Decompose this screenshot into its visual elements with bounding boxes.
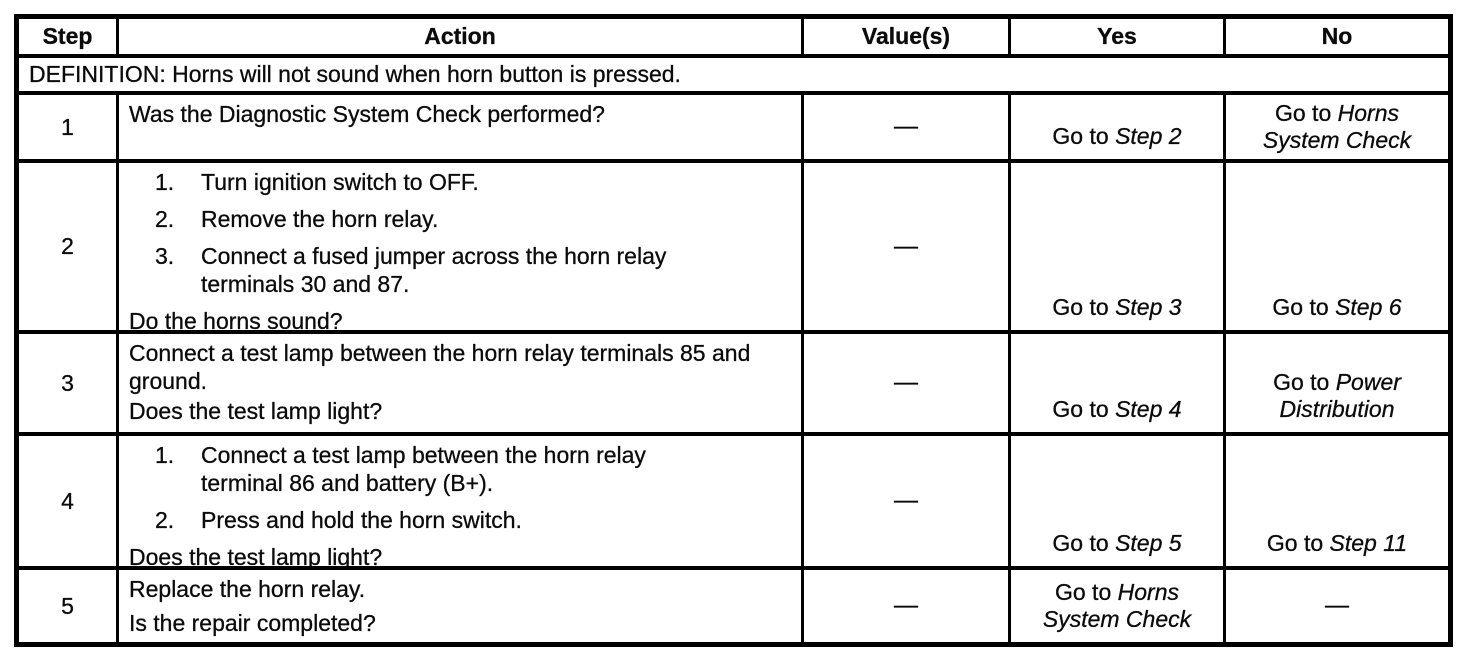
goto-text: Go to [1266,530,1330,556]
value-cell: — [801,330,1011,436]
goto-text: Go to [1052,294,1116,320]
list-item-number: 1. [155,169,175,195]
step-number: 4 [15,432,119,570]
goto-target: Step 5 [1115,530,1182,556]
no-cell: Go to Step 11 [1223,432,1452,570]
goto-target: Step 11 [1329,530,1408,556]
action-cell: Was the Diagnostic System Check performe… [116,91,804,163]
col-header-yes: Yes [1008,14,1226,58]
step-number: 2 [15,159,119,334]
yes-cell: Go to Step 2 [1008,91,1226,163]
yes-cell: Go to Horns System Check [1008,566,1226,647]
action-cell: Connect a test lamp between the horn rel… [116,330,804,436]
action-question: Is the repair completed? [129,610,376,636]
list-item-number: 2. [155,507,175,533]
action-cell: Replace the horn relay. Is the repair co… [116,566,804,647]
action-question: Was the Diagnostic System Check performe… [129,101,605,127]
yes-cell: Go to Step 4 [1008,330,1226,436]
list-item-number: 2. [155,206,175,232]
goto-text: Go to [1054,579,1118,605]
list-item: 2. Press and hold the horn switch. [155,506,791,534]
goto-text: Go to [1052,396,1116,422]
goto-target: Step 6 [1335,294,1402,320]
action-cell: 1. Connect a test lamp between the horn … [116,432,804,570]
list-item-text: Connect a test lamp between the horn rel… [201,442,646,496]
action-text: Replace the horn relay. [129,576,366,602]
value-cell: — [801,566,1011,647]
step-number: 5 [15,566,119,647]
diagnostic-table: Step Action Value(s) Yes No DEFINITION: … [14,14,1453,647]
goto-target: Horns System Check [1042,579,1192,632]
action-text: Connect a test lamp between the horn rel… [129,340,751,394]
goto-text: Go to [1273,369,1336,395]
list-item: 1. Turn ignition switch to OFF. [155,168,791,196]
list-item: 2. Remove the horn relay. [155,205,791,233]
goto-target: Power Distribution [1279,369,1401,422]
definition-row: DEFINITION: Horns will not sound when ho… [15,54,1452,95]
action-question: Does the test lamp light? [129,398,383,424]
no-cell: Go to Power Distribution [1223,330,1452,436]
col-header-action: Action [116,14,804,58]
yes-cell: Go to Step 3 [1008,159,1226,334]
action-list: 1. Turn ignition switch to OFF. 2. Remov… [129,168,791,307]
list-item-number: 3. [155,243,175,269]
action-question: Do the horns sound? [129,308,343,332]
table-row-step-4: 4 1. Connect a test lamp between the hor… [15,432,1452,570]
action-cell: 1. Turn ignition switch to OFF. 2. Remov… [116,159,804,334]
step-number: 3 [15,330,119,436]
goto-target: Step 3 [1115,294,1182,320]
table-row-step-2: 2 1. Turn ignition switch to OFF. 2. Rem… [15,159,1452,334]
col-header-values: Value(s) [801,14,1011,58]
no-cell: Go to Step 6 [1223,159,1452,334]
goto-text: Go to [1274,100,1338,126]
goto-text: Go to [1052,123,1116,149]
goto-text: Go to [1052,530,1116,556]
value-cell: — [801,91,1011,163]
action-question: Does the test lamp light? [129,544,383,568]
col-header-step: Step [15,14,119,58]
table-row-step-1: 1 Was the Diagnostic System Check perfor… [15,91,1452,163]
no-cell: — [1223,566,1452,647]
value-cell: — [801,159,1011,334]
list-item: 3. Connect a fused jumper across the hor… [155,242,791,298]
header-row: Step Action Value(s) Yes No [15,14,1452,58]
col-header-no: No [1223,14,1452,58]
list-item: 1. Connect a test lamp between the horn … [155,441,791,497]
list-item-text: Connect a fused jumper across the horn r… [201,243,667,297]
list-item-text: Remove the horn relay. [201,206,439,232]
goto-target: Horns System Check [1262,100,1412,153]
table-row-step-3: 3 Connect a test lamp between the horn r… [15,330,1452,436]
value-cell: — [801,432,1011,570]
definition-text: DEFINITION: Horns will not sound when ho… [15,54,1452,95]
goto-text: Go to [1272,294,1336,320]
table-row-step-5: 5 Replace the horn relay. Is the repair … [15,566,1452,647]
list-item-text: Press and hold the horn switch. [201,507,522,533]
goto-target: Step 2 [1115,123,1182,149]
step-number: 1 [15,91,119,163]
goto-target: Step 4 [1115,396,1182,422]
list-item-number: 1. [155,442,175,468]
action-list: 1. Connect a test lamp between the horn … [129,441,791,543]
yes-cell: Go to Step 5 [1008,432,1226,570]
list-item-text: Turn ignition switch to OFF. [201,169,479,195]
no-cell: Go to Horns System Check [1223,91,1452,163]
